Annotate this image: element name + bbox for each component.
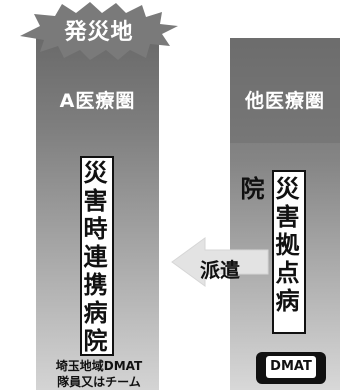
dispatch-arrow: [171, 237, 269, 287]
left-caption-line2: 隊員又はチーム: [57, 375, 141, 389]
burst-label: 発災地: [64, 20, 134, 45]
dmat-badge-label: DMAT: [270, 359, 312, 374]
arrow-label: 派遣: [200, 258, 240, 282]
left-caption-line1: 埼玉地域DMAT: [55, 359, 143, 373]
left-column-title: A医療圏: [59, 90, 136, 112]
right-column-title: 他医療圏: [244, 90, 325, 112]
dmat-badge-inner: [266, 356, 316, 378]
right-hospital-label: 災害拠点病院: [236, 176, 299, 316]
burst-shape: [20, 2, 178, 60]
left-hospital-label: 災害時連携病院: [79, 160, 107, 356]
right-column-header: [230, 38, 340, 143]
left-hospital-box: [80, 156, 114, 356]
right-hospital-box: [272, 170, 306, 334]
